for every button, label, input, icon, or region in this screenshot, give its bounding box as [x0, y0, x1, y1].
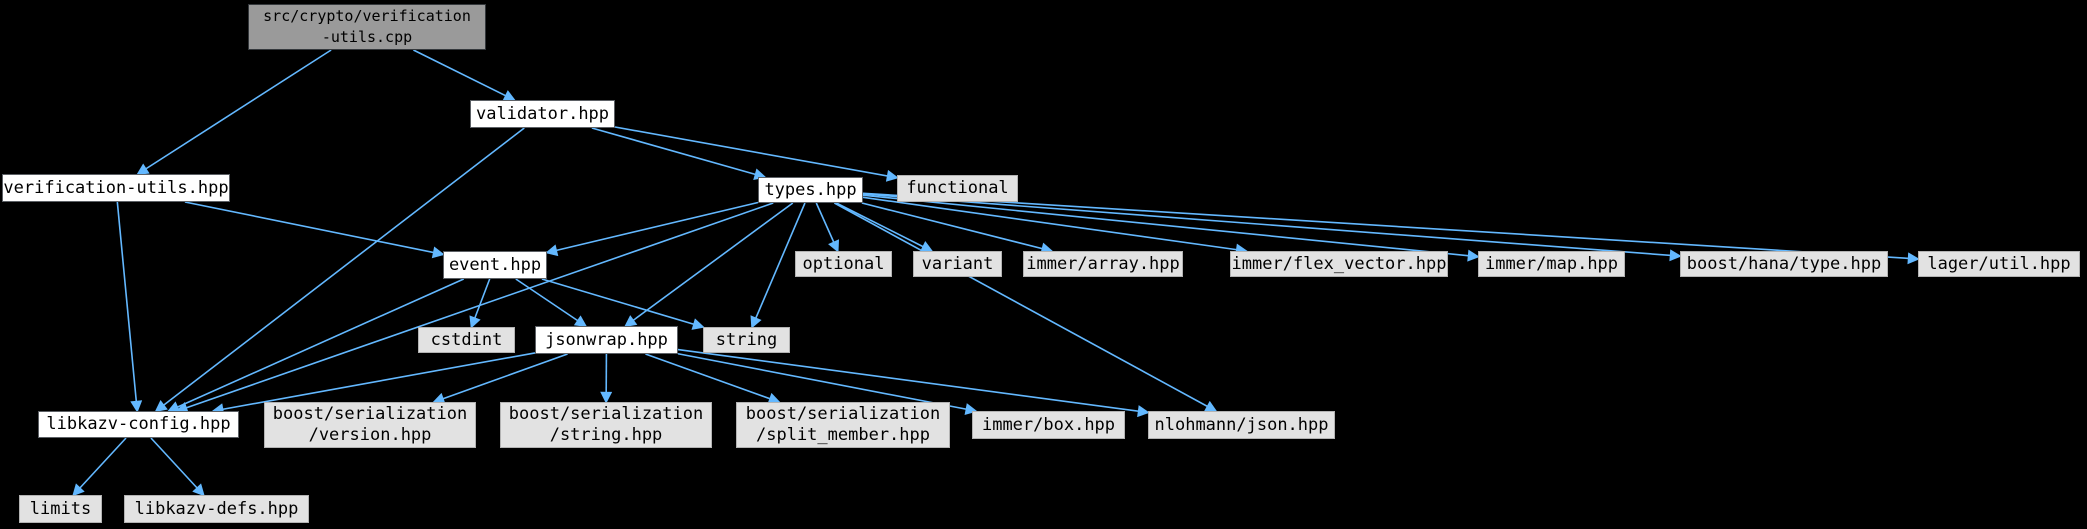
edge-jsonwrap-to-config [211, 352, 536, 416]
edge-types-to-jsonwrap [624, 202, 794, 328]
edge-jsonwrap-to-server [432, 353, 568, 405]
node-cstdint: cstdint [418, 327, 515, 353]
edge-vuh-to-config [116, 201, 143, 413]
node-boost-hana-type-hpp: boost/hana/type.hpp [1680, 251, 1888, 277]
edge-cpp-to-validator [413, 49, 516, 101]
dependency-edges [72, 49, 1920, 497]
edge-config-to-limits [72, 437, 127, 497]
edge-cpp-to-vuh [136, 49, 332, 175]
edge-types-to-arr [861, 202, 1054, 255]
edge-jsonwrap-to-box [677, 352, 978, 415]
edge-types-to-json [833, 202, 1218, 412]
node-lager-util-hpp: lager/util.hpp [1918, 251, 2080, 277]
node-src-crypto-verification-utils-cpp: src/crypto/verification -utils.cpp [248, 4, 486, 50]
node-libkazv-config-hpp[interactable]: libkazv-config.hpp [38, 411, 239, 438]
node-jsonwrap-hpp[interactable]: jsonwrap.hpp [535, 326, 678, 354]
node-event-hpp[interactable]: event.hpp [443, 251, 547, 279]
node-boost-serialization-split-member-hpp: boost/serialization /split_member.hpp [736, 402, 950, 448]
edge-types-to-flex [862, 196, 1248, 256]
node-functional: functional [897, 175, 1018, 202]
edge-validator-to-types [591, 127, 767, 180]
node-boost-serialization-version-hpp: boost/serialization /version.hpp [264, 402, 476, 448]
edge-types-to-config [175, 202, 774, 414]
node-limits: limits [19, 495, 102, 523]
edge-types-to-hana [862, 193, 1682, 262]
node-nlohmann-json-hpp: nlohmann/json.hpp [1148, 411, 1335, 439]
edge-event-to-config [167, 278, 465, 413]
edge-types-to-string [750, 202, 806, 329]
edge-validator-to-config [154, 127, 525, 413]
edge-jsonwrap-to-sersplit [645, 353, 781, 405]
edge-types-to-map [862, 194, 1480, 262]
edge-validator-to-functional [614, 126, 899, 182]
node-immer-map-hpp: immer/map.hpp [1478, 251, 1625, 277]
node-types-hpp[interactable]: types.hpp [758, 177, 863, 203]
edge-jsonwrap-to-json [677, 348, 1150, 418]
node-immer-flex-vector-hpp: immer/flex_vector.hpp [1230, 251, 1448, 277]
edge-types-to-optional [815, 202, 840, 253]
node-boost-serialization-string-hpp: boost/serialization /string.hpp [500, 402, 712, 448]
node-variant: variant [913, 251, 1002, 277]
edge-config-to-defs [150, 437, 205, 497]
edge-types-to-event [545, 201, 759, 257]
edge-vuh-to-event [184, 201, 445, 259]
node-verification-utils-hpp[interactable]: verification-utils.hpp [2, 174, 230, 202]
edge-event-to-jsonwrap [515, 278, 588, 328]
node-immer-box-hpp: immer/box.hpp [972, 411, 1125, 439]
edge-event-to-string [541, 278, 705, 330]
node-optional: optional [795, 251, 892, 277]
edge-event-to-cstdint [469, 278, 491, 329]
node-validator-hpp[interactable]: validator.hpp [470, 100, 615, 128]
node-immer-array-hpp: immer/array.hpp [1023, 251, 1183, 277]
node-libkazv-defs-hpp: libkazv-defs.hpp [124, 495, 309, 523]
edge-types-to-lager [862, 192, 1920, 265]
edge-types-to-variant [835, 202, 934, 252]
node-string: string [703, 327, 790, 353]
